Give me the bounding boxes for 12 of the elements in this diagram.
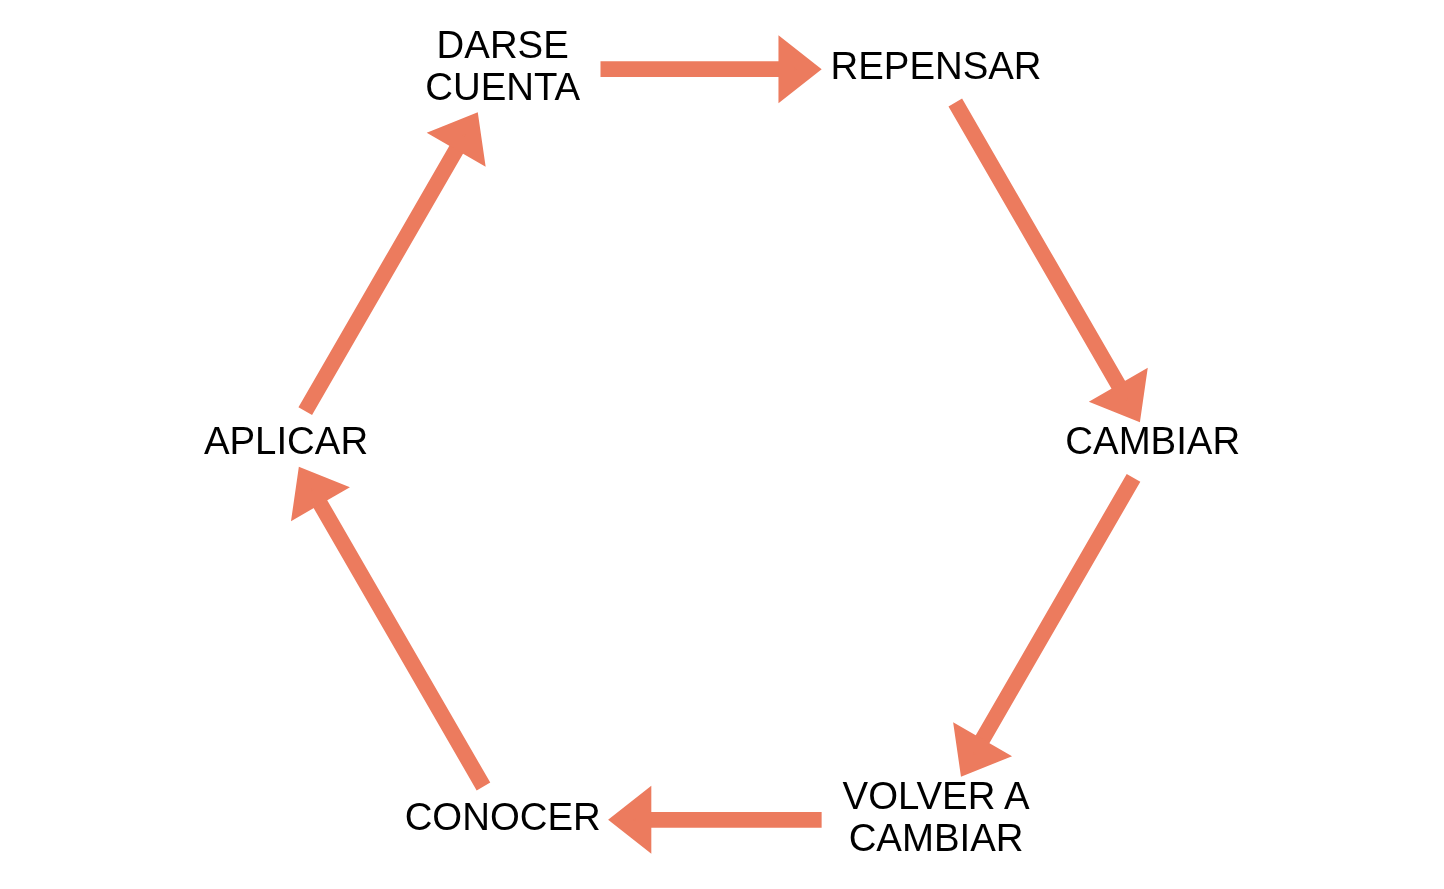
node-text: DARSE CUENTA [425,23,581,108]
arrow [608,785,822,854]
node-text: REPENSAR [830,43,1042,87]
arrow [953,473,1141,777]
arrow [290,466,491,791]
node-text: CONOCER [404,794,601,838]
node-text: VOLVER A CAMBIAR [842,773,1030,859]
arrow [600,35,822,104]
arrow [298,112,486,416]
arrow [948,98,1148,423]
node-text: APLICAR [203,419,369,463]
node-text: CAMBIAR [1065,419,1241,463]
